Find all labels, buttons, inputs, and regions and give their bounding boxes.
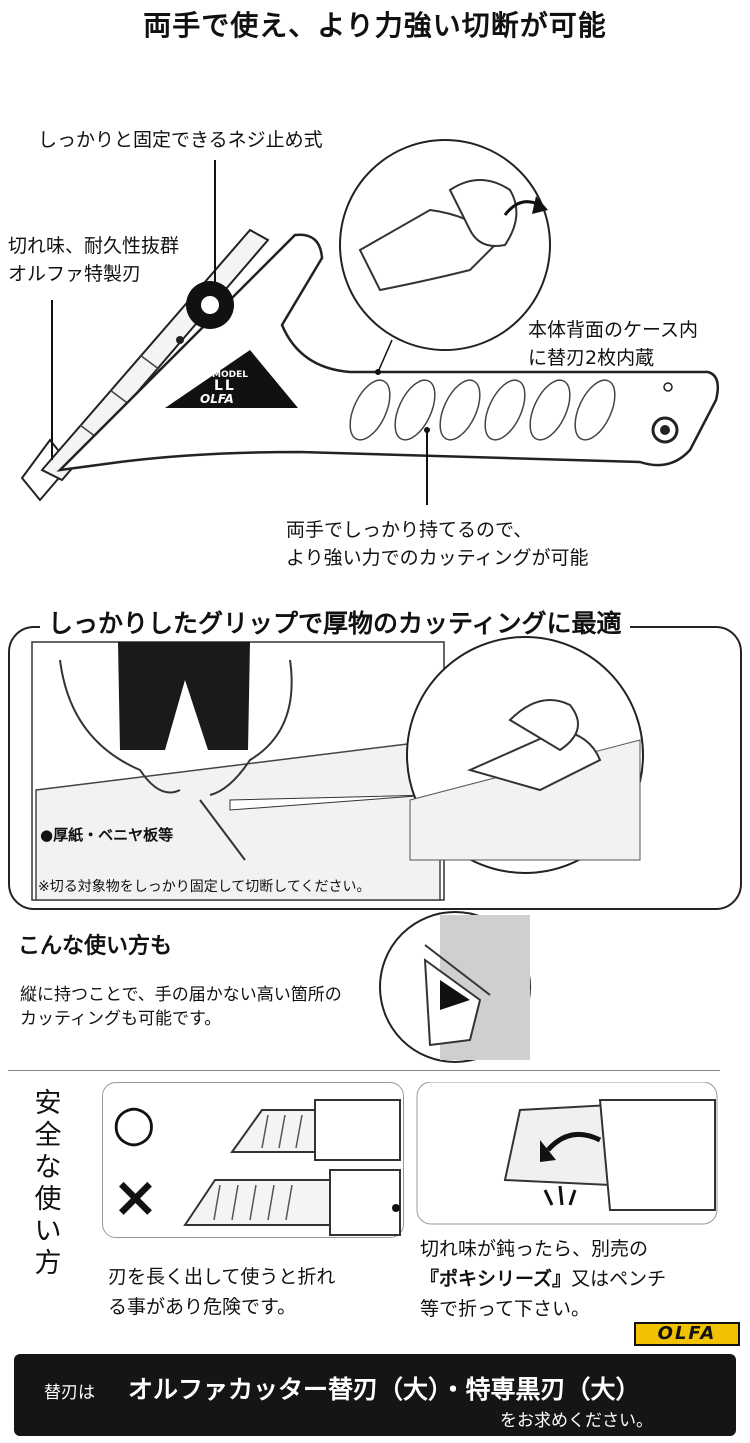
blade-callout-1: 切れ味、耐久性抜群: [8, 235, 180, 257]
badge-model: MODEL: [212, 370, 248, 380]
grip-callout-1: 両手でしっかり持てるので、: [286, 519, 533, 541]
other-use-text-2: カッティングも可能です。: [20, 1009, 222, 1029]
poki-series: 『ポキシリーズ』: [420, 1268, 572, 1290]
safety-title-char: 全: [34, 1120, 62, 1151]
screw-icon: [186, 160, 234, 329]
safety-note: ※切る対象物をしっかり固定して切断してください。: [38, 879, 371, 895]
case-callout-2: に替刃2枚内蔵: [528, 347, 655, 369]
blade-callout-2: オルファ特製刃: [8, 263, 142, 285]
badge-brand: OLFA: [200, 392, 234, 406]
case-callout-1: 本体背面のケース内: [528, 319, 699, 341]
grip-illustration: [31, 636, 644, 901]
safety-title-char: い: [34, 1216, 62, 1247]
right-caption-2: 『ポキシリーズ』又はペンチ: [420, 1264, 666, 1294]
ok-symbol: ○: [112, 1094, 156, 1152]
right-caption-3: 等で折って下さい。: [420, 1298, 591, 1320]
banner-main: オルファカッター替刃（大）・特専黒刃（大）: [128, 1375, 641, 1404]
safety-title-char: 安: [34, 1088, 62, 1119]
safety-title-char: 方: [34, 1248, 62, 1279]
page-title: 両手で使え、より力強い切断が可能: [143, 9, 607, 42]
safety-illustrations: [183, 1082, 718, 1236]
cutter-illustration: [20, 139, 719, 505]
screw-callout: しっかりと固定できるネジ止め式: [38, 129, 323, 151]
right-caption-2-rest: 又はペンチ: [571, 1268, 667, 1290]
left-caption-2: る事があり危険です。: [108, 1296, 297, 1318]
other-use-text-1: 縦に持つことで、手の届かない高い箇所の: [20, 985, 342, 1005]
safety-title-char: 使: [34, 1184, 62, 1215]
ng-symbol: ×: [112, 1165, 159, 1230]
banner-suffix: をお求めください。: [500, 1411, 653, 1431]
left-caption-1: 刃を長く出して使うと折れ: [108, 1266, 336, 1288]
other-use-heading: こんな使い方も: [18, 934, 173, 959]
replacement-blade-banner: [14, 1354, 736, 1436]
safety-vertical-title: 安 全 な 使 い 方: [28, 1088, 68, 1280]
section-divider: [8, 1070, 720, 1071]
grip-callout-2: より強い力でのカッティングが可能: [286, 547, 589, 569]
olfa-logo: OLFA: [634, 1322, 740, 1346]
banner-prefix: 替刃は: [44, 1383, 95, 1403]
right-caption-1: 切れ味が鈍ったら、別売の: [420, 1238, 649, 1260]
safety-title-char: な: [34, 1152, 62, 1183]
vertical-use-illustration: [379, 911, 531, 1063]
material-label: ●厚紙・ベニヤ板等: [40, 826, 174, 844]
badge-code: LL: [214, 378, 236, 394]
grip-section-title: しっかりしたグリップで厚物のカッティングに最適: [40, 604, 630, 640]
